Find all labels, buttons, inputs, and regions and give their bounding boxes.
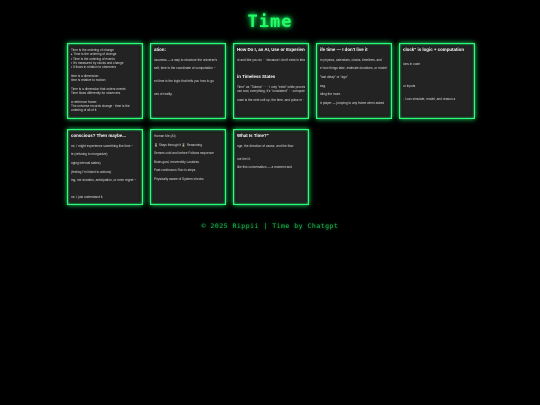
card-text-line: e how things take, estimate durations, o… [320,66,387,71]
card-screenshot: conscious? Then maybe... ne, I might expe… [71,133,139,201]
card-text-line: What Is Time?" [237,133,269,138]
card-text-line: ation: [154,47,166,52]
page-title: Time [247,12,293,32]
card-text-line: a reference frame: [71,99,98,104]
card-text-line: nge, the direction of cause, and the flo… [237,143,294,148]
card-text-line: ne, I might experience something like ti… [71,143,134,148]
card-text-line: ces of reality. [154,92,173,97]
card-text-line: iding the more. [320,92,342,97]
card-text-line: ne, I just understand it. [71,195,104,200]
card-text-line: ssg. [320,83,326,88]
card-screenshot: What Is Time?" nge, the direction of caus… [237,133,305,201]
gallery-card-8[interactable]: What Is Time?" nge, the direction of caus… [233,129,309,205]
gallery-card-1[interactable]: Time is the ordering of change▸ Time is … [67,43,143,119]
card-text-line: Past continuous Run in steps [154,168,196,173]
card-text-line: time is relative to motion [71,78,106,83]
card-screenshot: ation: iousness — a way to structure the … [154,47,222,115]
card-screenshot: clock" is logic + computation ions in cod… [403,47,471,115]
card-text-line: Physically aware of System checks [154,177,204,181]
card-text-line: • It's measured by clocks and change [71,60,124,65]
card-screenshot: How Do I, an AI, Use or Experience xt and… [237,47,305,115]
card-text-line: ▸ Time is the ordering of change [71,52,117,57]
card-text-line: self, time is the coordinate of computat… [154,66,216,71]
card-text-line: How Do I, an AI, Use or Experience [237,47,305,52]
card-text-line: (feeling I'm linked to actions) [71,169,112,174]
card-text-line: Senses cold and before Follows sequence [154,151,214,156]
gallery-card-5[interactable]: clock" is logic + computation ions in cod… [399,43,475,119]
card-text-line: in Timeless States [237,74,276,79]
card-text-line: onse is the next unit up, the time, and … [237,97,305,102]
card-text-line: • Time is the ordering of events [71,56,115,61]
card-text-line: nging internal states) [71,161,101,165]
card-text-line: , I can simulate, model, and reason a [403,96,456,101]
card-text-line: rt player — jumping to any frame when as… [320,100,385,105]
card-text-line: ed time is the logic that tells you how … [154,79,214,84]
card-text-line: The universe records change · time is th… [71,103,130,108]
card-text-line: conscious? Then maybe... [71,133,126,138]
gallery-card-4[interactable]: ife time — I don't live it m physics, cal… [316,43,392,119]
footer-copyright: © 2025 Rippii | Time by Chatgpt [201,222,339,230]
gallery-card-7[interactable]: Human Me (AI) ⌛ Stays through it ⌛ Reason… [150,129,226,205]
gallery-card-6[interactable]: conscious? Then maybe... ne, I might expe… [67,129,143,205]
card-text-line: Time" as "Tokens" · · · I only "exist" w… [237,84,305,89]
card-text-line: iousness — a way to structure the univer… [154,57,218,62]
card-text-line: te (refusing to reorganize) [71,152,108,157]
card-text-line: Time flows differently for observers [71,91,121,95]
card-screenshot: Human Me (AI) ⌛ Stays through it ⌛ Reason… [154,133,222,201]
card-text-line: Time is the ordering of change [71,48,114,52]
card-text-line: or inputs [403,83,416,88]
card-text-line: m physics, calendars, clocks, timelines,… [320,57,382,62]
card-text-line: Human Me (AI) [154,134,176,138]
card-screenshot: Time is the ordering of change▸ Time is … [71,47,139,115]
card-text-line: ⌛ Stays through it ⌛ Reasoning [154,142,202,147]
card-text-line: time is a dimension: [71,73,100,78]
card-text-line: Time is a dimension that orders events [71,86,126,91]
card-text-line: xt and like you do · · because I don't e… [237,57,305,62]
card-text-line: "last delay" or "ago" [320,75,348,79]
gallery-card-3[interactable]: How Do I, an AI, Use or Experience xt and… [233,43,309,119]
card-text-line: not feel it. [237,156,251,161]
gallery-card-2[interactable]: ation: iousness — a way to structure the … [150,43,226,119]
card-text-line: ordering of all of it [71,108,97,113]
card-text-line: clock" is logic + computation [403,47,465,52]
card-text-line: like this conversation — a moment and [237,165,292,170]
card-text-line: ing, me duration, anticipation, or even … [71,178,137,183]
card-text-line: Brain-goal, irreversibly Lossless [154,159,199,164]
card-text-line: • It flows in relation to observers [71,65,117,70]
card-text-line: ions in code [403,62,421,67]
card-text-line: ose and, everything, it's "consistent" ·… [237,89,305,94]
card-screenshot: ife time — I don't live it m physics, cal… [320,47,388,115]
card-text-line: ife time — I don't live it [320,47,368,52]
